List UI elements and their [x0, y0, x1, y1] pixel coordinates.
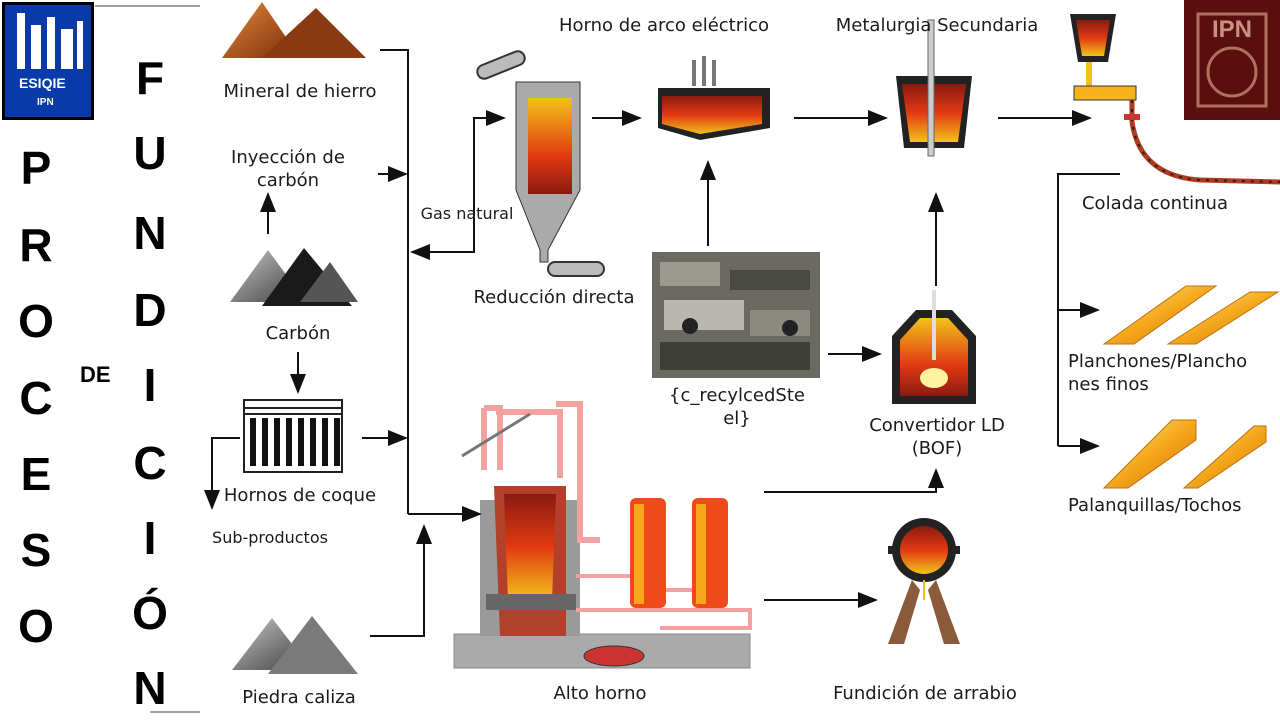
ld-converter-icon	[892, 290, 976, 404]
title-letter: P	[20, 142, 52, 194]
title-letter: O	[18, 600, 54, 652]
label-continuous-casting: Colada continua	[1081, 193, 1228, 214]
label-ld-converter-2: (BOF)	[911, 438, 963, 459]
direct-reduction-furnace-icon	[476, 50, 605, 277]
title-letter: U	[133, 127, 167, 179]
title-letter: C	[133, 437, 167, 489]
label-recycled-steel-2: el}	[723, 408, 751, 429]
label-coal: Carbón	[265, 323, 331, 344]
label-blast-furnace: Alto horno	[553, 683, 647, 704]
label-secondary-metallurgy: Metalurgia Secundaria	[835, 15, 1039, 36]
title-letter: O	[18, 295, 54, 347]
label-limestone: Piedra caliza	[242, 687, 356, 708]
ipn-emblem	[1196, 12, 1268, 108]
logo-left-text: ESIQIE	[19, 75, 66, 91]
label-pig-iron-casting: Fundición de arrabio	[833, 683, 1017, 704]
esiqie-logo: ESIQIE IPN	[2, 2, 94, 120]
title-de: DE	[80, 362, 111, 387]
label-coke-ovens: Hornos de coque	[223, 485, 377, 506]
label-coal-injection-1: Inyección de	[231, 147, 345, 168]
title-letter: Ó	[132, 587, 168, 639]
label-eaf: Horno de arco eléctrico	[558, 15, 770, 36]
continuous-casting-icon	[1070, 14, 1280, 185]
label-ld-converter-1: Convertidor LD	[869, 415, 1005, 436]
recycled-steel-image	[652, 252, 820, 378]
limestone-pile-icon	[232, 616, 358, 674]
electric-arc-furnace-icon	[658, 56, 770, 140]
coal-pile-icon	[230, 248, 358, 306]
label-byproducts: Sub-productos	[212, 528, 328, 547]
iron-ore-pile-icon	[222, 2, 366, 58]
title-letter: R	[19, 219, 53, 271]
title-letter: S	[20, 524, 52, 576]
title-letter: N	[133, 207, 167, 259]
label-coal-injection-2: carbón	[256, 170, 320, 191]
blast-furnace-icon	[453, 401, 752, 669]
label-billets: Palanquillas/Tochos	[1068, 495, 1242, 516]
title-letter: D	[133, 284, 167, 336]
label-slabs-2: nes finos	[1068, 374, 1149, 395]
pig-iron-ladle-icon	[888, 518, 960, 644]
label-slabs-1: Planchones/Plancho	[1068, 351, 1248, 372]
label-natural-gas: Gas natural	[420, 204, 514, 223]
title-letter: I	[143, 512, 157, 564]
logo-left-sub: IPN	[37, 97, 54, 108]
slabs-icon	[1102, 285, 1280, 345]
title-letter: E	[20, 448, 52, 500]
title-letter: F	[135, 52, 165, 104]
label-iron-ore: Mineral de hierro	[223, 81, 377, 102]
ipn-logo: IPN	[1184, 0, 1280, 120]
flow-connectors	[204, 49, 1120, 637]
title-letter: C	[19, 372, 53, 424]
logo-left-emblem	[17, 13, 83, 69]
billets-icon	[1102, 419, 1267, 489]
label-recycled-steel-1: {c_recylcedSte	[669, 385, 805, 406]
coke-ovens-icon	[243, 399, 343, 473]
logo-right-text: IPN	[1212, 16, 1253, 43]
secondary-metallurgy-ladle-icon	[896, 19, 972, 157]
label-direct-reduction: Reducción directa	[473, 287, 635, 308]
title-letter: N	[133, 662, 167, 714]
title-letter: I	[143, 359, 157, 411]
